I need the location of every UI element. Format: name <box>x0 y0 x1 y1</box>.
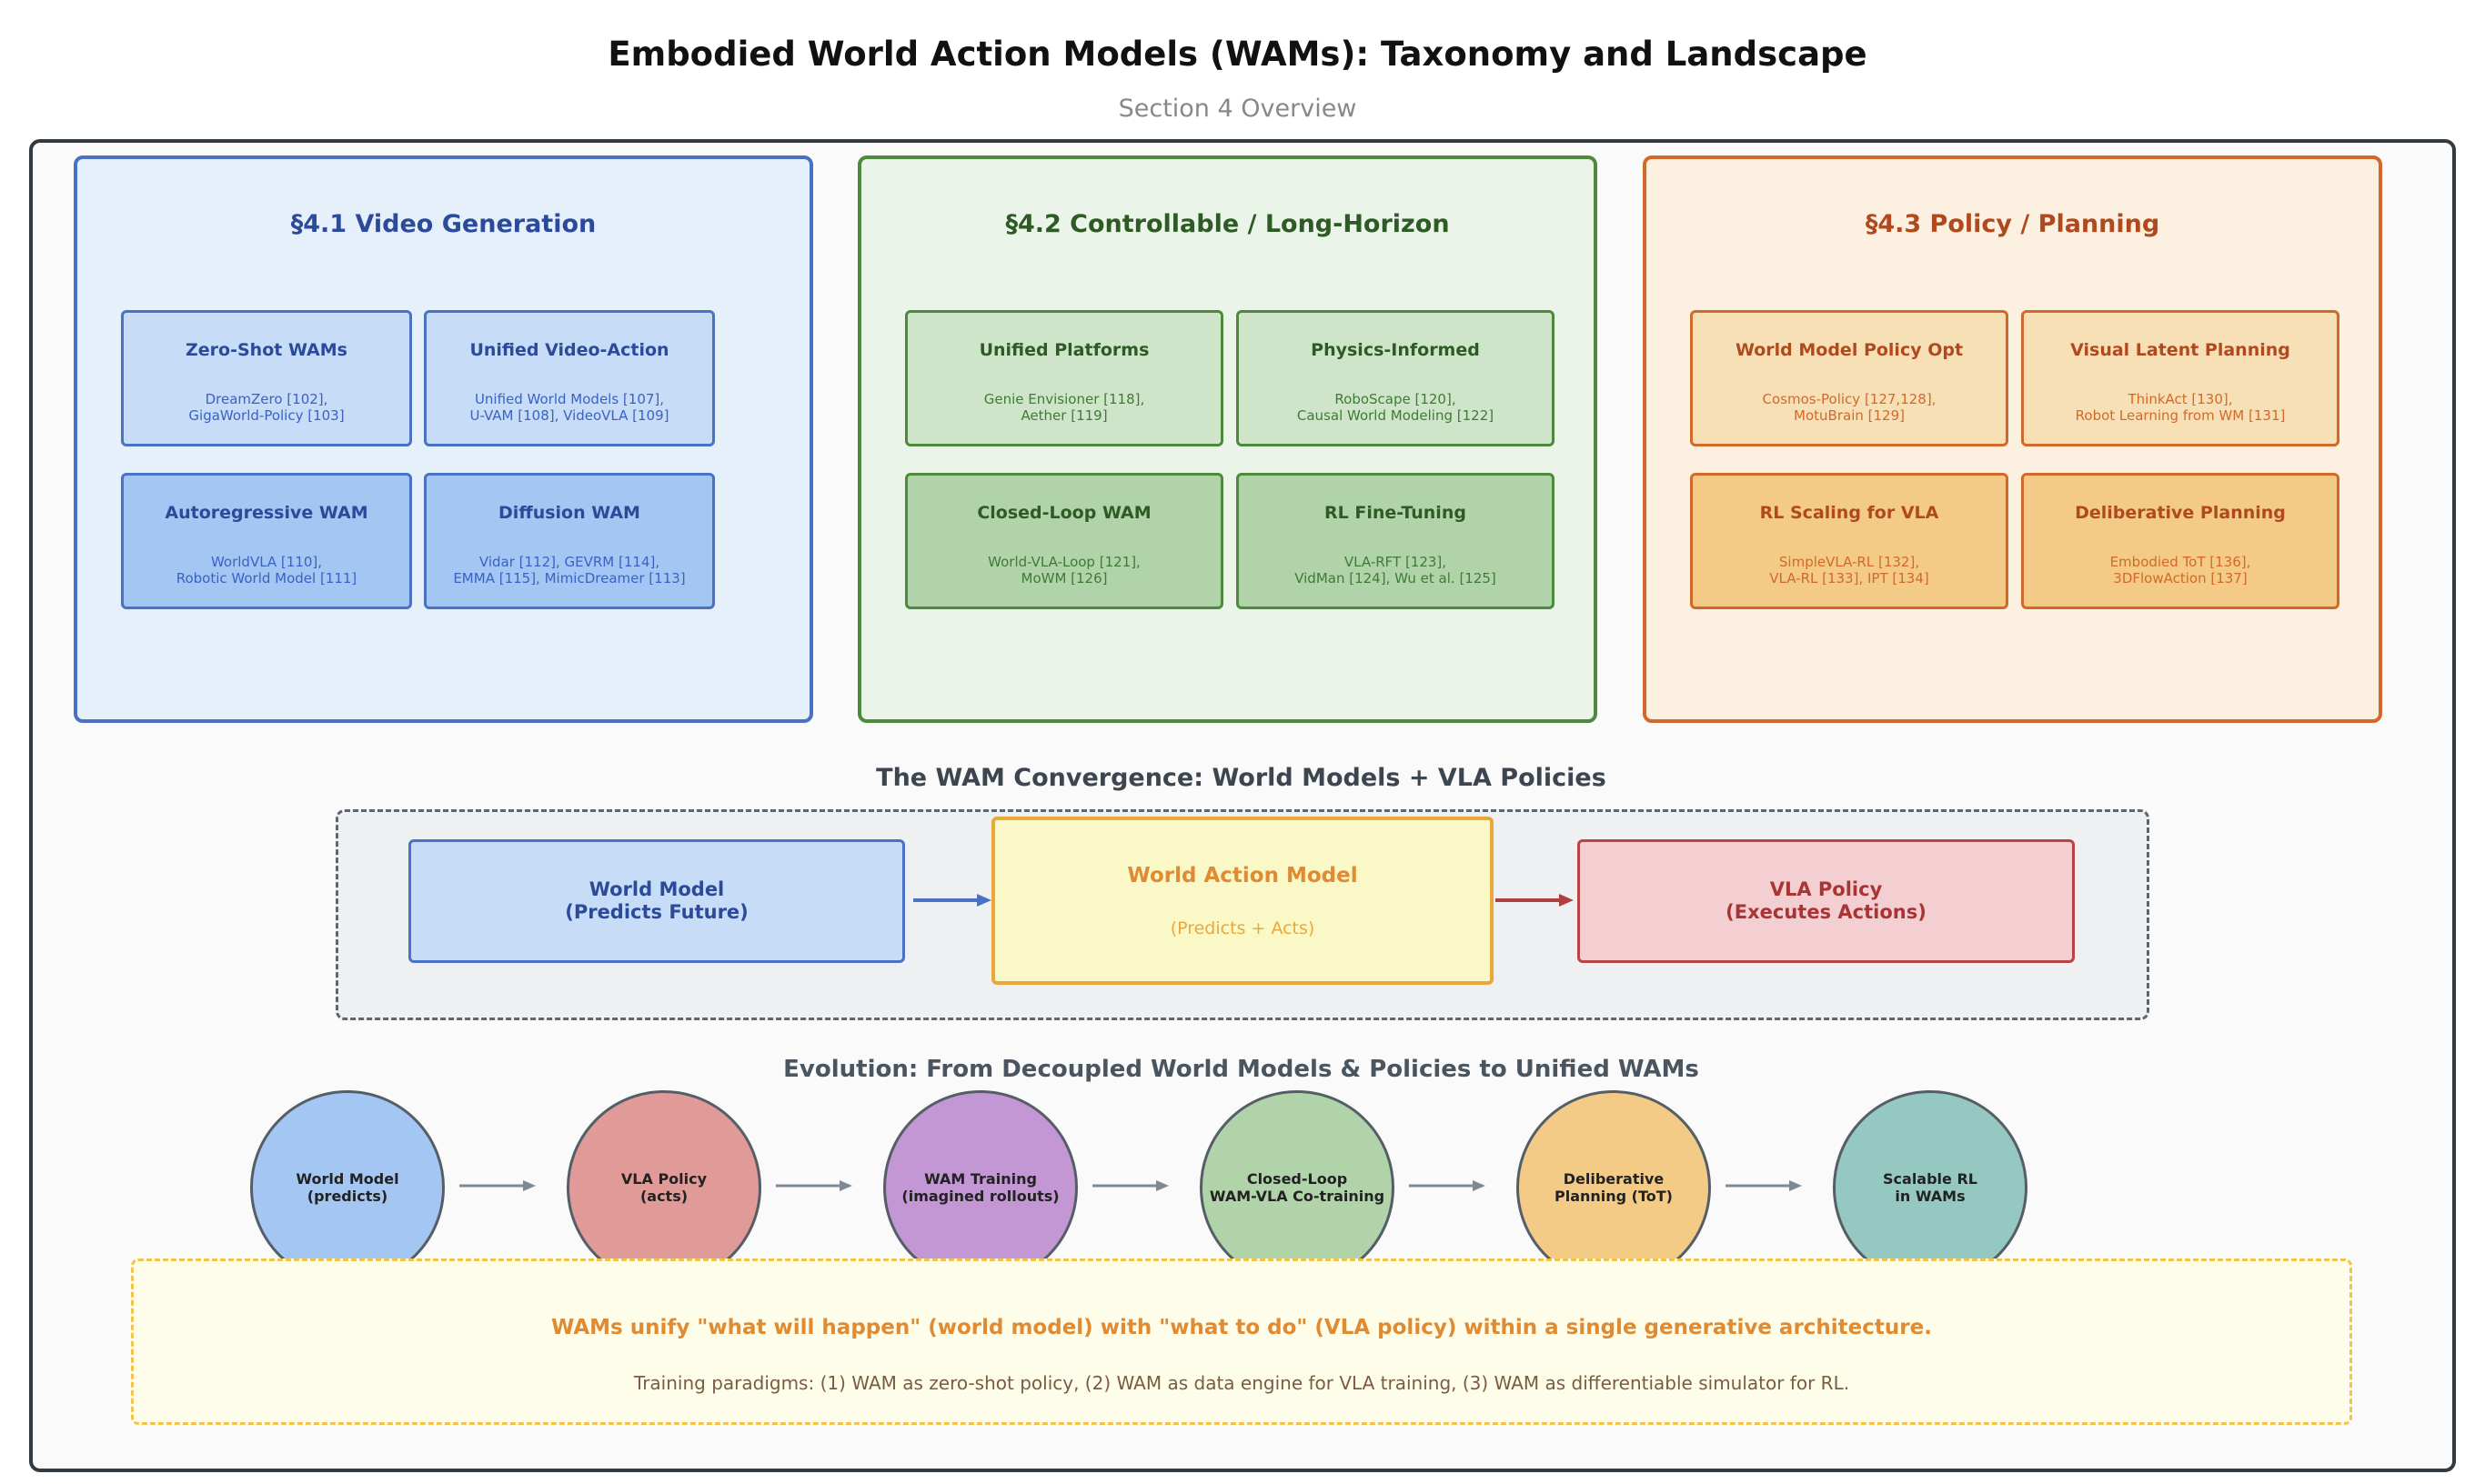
card-title: World Model Policy Opt <box>1735 340 1964 360</box>
step-label: Closed-Loop WAM-VLA Co-training <box>1209 1170 1385 1205</box>
card-title: Deliberative Planning <box>2075 503 2286 523</box>
world-model-label: World Model (Predicts Future) <box>565 878 749 923</box>
card-unified-video-action: Unified Video-Action Unified World Model… <box>424 310 715 446</box>
card-title: Unified Video-Action <box>469 340 669 360</box>
card-body: RoboScape [120], Causal World Modeling [… <box>1296 391 1494 424</box>
convergence-title: The WAM Convergence: World Models + VLA … <box>876 764 1606 792</box>
evolution-step-deliberative-planning: Deliberative Planning (ToT) <box>1516 1090 1711 1285</box>
card-title: Closed-Loop WAM <box>977 503 1152 523</box>
card-zero-shot-wams: Zero-Shot WAMs DreamZero [102], GigaWorl… <box>121 310 412 446</box>
step-label: Scalable RL in WAMs <box>1883 1170 1977 1205</box>
step-label: Deliberative Planning (ToT) <box>1554 1170 1673 1205</box>
card-body: WorldVLA [110], Robotic World Model [111… <box>176 554 357 587</box>
evolution-arrow <box>1409 1180 1485 1191</box>
card-rl-fine-tuning: RL Fine-Tuning VLA-RFT [123], VidMan [12… <box>1236 473 1554 609</box>
card-diffusion-wam: Diffusion WAM Vidar [112], GEVRM [114], … <box>424 473 715 609</box>
world-action-model-box: World Action Model (Predicts + Acts) <box>991 817 1494 985</box>
vla-policy-box: VLA Policy (Executes Actions) <box>1577 839 2075 963</box>
card-title: RL Scaling for VLA <box>1759 503 1939 523</box>
evolution-arrow <box>1725 1180 1802 1191</box>
card-body: Cosmos-Policy [127,128], MotuBrain [129] <box>1762 391 1937 424</box>
card-autoregressive-wam: Autoregressive WAM WorldVLA [110], Robot… <box>121 473 412 609</box>
card-body: VLA-RFT [123], VidMan [124], Wu et al. [… <box>1294 554 1496 587</box>
card-body: Vidar [112], GEVRM [114], EMMA [115], Mi… <box>453 554 686 587</box>
section-title: §4.2 Controllable / Long-Horizon <box>1005 210 1450 238</box>
evolution-step-world-model: World Model (predicts) <box>250 1090 445 1285</box>
card-title: Diffusion WAM <box>498 503 640 523</box>
summary-box: WAMs unify "what will happen" (world mod… <box>131 1258 2352 1425</box>
card-deliberative-planning: Deliberative Planning Embodied ToT [136]… <box>2021 473 2339 609</box>
evolution-step-vla-policy: VLA Policy (acts) <box>567 1090 761 1285</box>
card-closed-loop-wam: Closed-Loop WAM World-VLA-Loop [121], Mo… <box>905 473 1223 609</box>
evolution-step-scalable-rl: Scalable RL in WAMs <box>1833 1090 2027 1285</box>
arrow-world-model-to-wam <box>913 894 991 907</box>
section-title: §4.3 Policy / Planning <box>1865 210 2160 238</box>
card-rl-scaling-for-vla: RL Scaling for VLA SimpleVLA-RL [132], V… <box>1690 473 2008 609</box>
card-title: Visual Latent Planning <box>2070 340 2290 360</box>
section-video-generation: §4.1 Video Generation Zero-Shot WAMs Dre… <box>74 155 813 723</box>
card-title: Zero-Shot WAMs <box>186 340 347 360</box>
summary-detail: Training paradigms: (1) WAM as zero-shot… <box>633 1372 1850 1394</box>
section-title: §4.1 Video Generation <box>290 210 597 238</box>
card-unified-platforms: Unified Platforms Genie Envisioner [118]… <box>905 310 1223 446</box>
card-body: ThinkAct [130], Robot Learning from WM [… <box>2075 391 2286 424</box>
page-title: Embodied World Action Models (WAMs): Tax… <box>608 35 1867 74</box>
card-physics-informed: Physics-Informed RoboScape [120], Causal… <box>1236 310 1554 446</box>
card-body: World-VLA-Loop [121], MoWM [126] <box>988 554 1141 587</box>
card-body: Embodied ToT [136], 3DFlowAction [137] <box>2109 554 2251 587</box>
step-label: World Model (predicts) <box>296 1170 399 1205</box>
evolution-arrow <box>776 1180 852 1191</box>
card-title: Unified Platforms <box>979 340 1150 360</box>
evolution-arrow <box>1092 1180 1169 1191</box>
arrow-wam-to-vla-policy <box>1495 894 1574 907</box>
card-body: Genie Envisioner [118], Aether [119] <box>983 391 1145 424</box>
page-subtitle: Section 4 Overview <box>1118 95 1357 123</box>
step-label: VLA Policy (acts) <box>620 1170 708 1205</box>
card-visual-latent-planning: Visual Latent Planning ThinkAct [130], R… <box>2021 310 2339 446</box>
card-body: DreamZero [102], GigaWorld-Policy [103] <box>188 391 345 424</box>
card-title: Autoregressive WAM <box>165 503 368 523</box>
world-action-model-title: World Action Model <box>1127 863 1358 887</box>
evolution-arrow <box>459 1180 536 1191</box>
vla-policy-label: VLA Policy (Executes Actions) <box>1725 878 1927 923</box>
section-controllable-long-horizon: §4.2 Controllable / Long-Horizon Unified… <box>858 155 1597 723</box>
section-policy-planning: §4.3 Policy / Planning World Model Polic… <box>1643 155 2382 723</box>
summary-headline: WAMs unify "what will happen" (world mod… <box>551 1316 1932 1339</box>
card-body: SimpleVLA-RL [132], VLA-RL [133], IPT [1… <box>1769 554 1929 587</box>
card-title: Physics-Informed <box>1311 340 1480 360</box>
evolution-step-wam-training: WAM Training (imagined rollouts) <box>883 1090 1078 1285</box>
evolution-title: Evolution: From Decoupled World Models &… <box>783 1056 1699 1083</box>
card-body: Unified World Models [107], U-VAM [108],… <box>469 391 669 424</box>
step-label: WAM Training (imagined rollouts) <box>901 1170 1060 1205</box>
evolution-step-closed-loop: Closed-Loop WAM-VLA Co-training <box>1200 1090 1394 1285</box>
card-world-model-policy-opt: World Model Policy Opt Cosmos-Policy [12… <box>1690 310 2008 446</box>
world-model-box: World Model (Predicts Future) <box>408 839 905 963</box>
card-title: RL Fine-Tuning <box>1324 503 1466 523</box>
world-action-model-subtitle: (Predicts + Acts) <box>1170 917 1315 938</box>
